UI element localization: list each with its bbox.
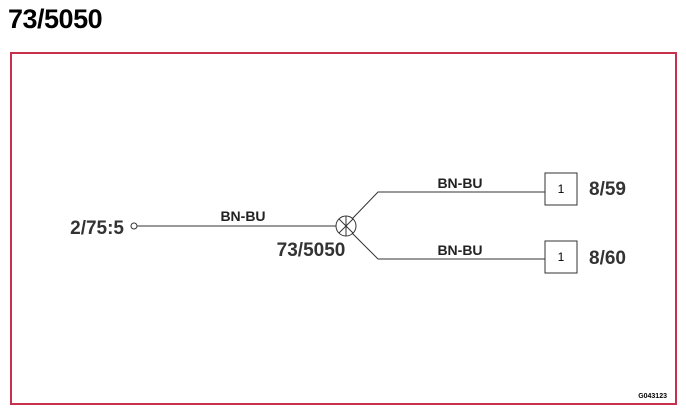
- splice-label: 73/5050: [277, 240, 346, 261]
- splice-icon: [335, 215, 357, 237]
- connector-box-1: [544, 172, 578, 206]
- source-terminal-label: 2/75:5: [70, 218, 124, 239]
- destination-label-2: 8/60: [589, 248, 626, 269]
- destination-label-1: 8/59: [589, 179, 626, 200]
- source-terminal-icon: [130, 222, 138, 230]
- wire-in-label: BN-BU: [220, 208, 265, 224]
- connector-box-2: [544, 240, 578, 274]
- connector-pin-1: 1: [558, 182, 565, 196]
- wire-branch-1: [351, 191, 545, 220]
- wire-branch-2-label: BN-BU: [437, 242, 482, 258]
- wire-branch-2: [351, 232, 545, 260]
- wire-branch-1-label: BN-BU: [437, 175, 482, 191]
- reference-code: G043123: [638, 393, 667, 400]
- connector-pin-2: 1: [558, 250, 565, 264]
- diagram-frame: [10, 52, 677, 405]
- page-title: 73/5050: [8, 4, 103, 34]
